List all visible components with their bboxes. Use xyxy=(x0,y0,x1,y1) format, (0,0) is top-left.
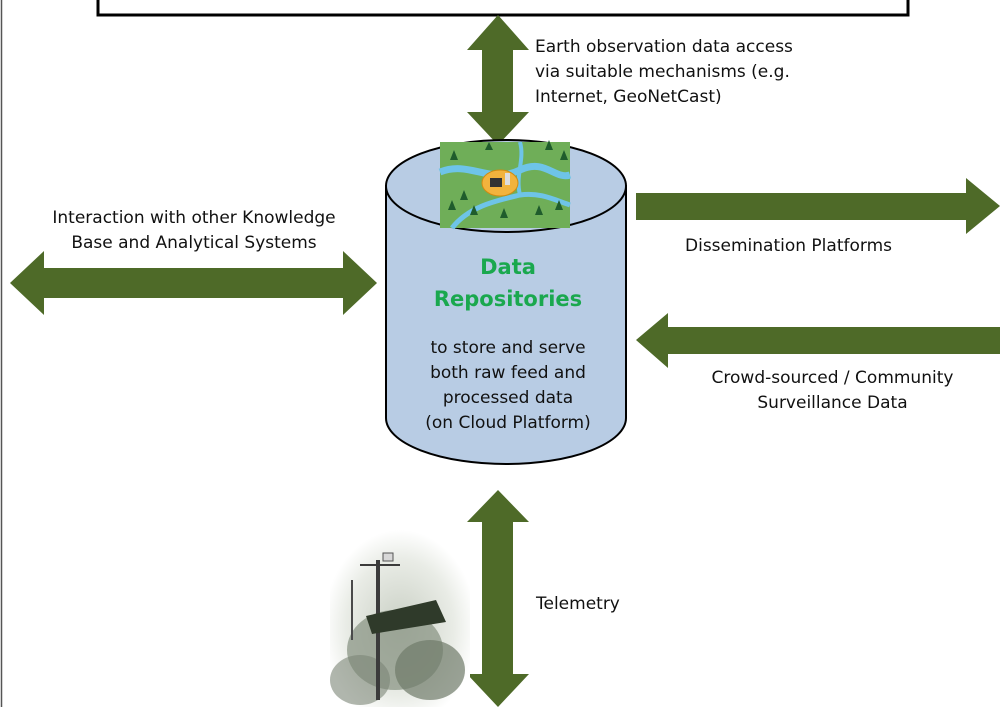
top-box xyxy=(96,0,910,17)
interaction-label: Interaction with other Knowledge Base an… xyxy=(24,206,364,256)
telemetry-label: Telemetry xyxy=(536,592,620,617)
crowd-sourced-label: Crowd-sourced / Community Surveillance D… xyxy=(665,366,1000,416)
repository-desc-line-1: to store and serve xyxy=(430,338,586,358)
repository-desc-line-2: both raw feed and xyxy=(430,363,586,383)
earth-observation-line-1: Earth observation data access xyxy=(535,37,793,57)
dissemination-label: Dissemination Platforms xyxy=(685,234,892,259)
repository-title-line-2: Repositories xyxy=(433,287,583,311)
telemetry-double-arrow xyxy=(467,490,529,707)
crowd-sourced-arrow xyxy=(636,313,1000,368)
crowd-line-2: Surveillance Data xyxy=(757,393,908,413)
interaction-line-1: Interaction with other Knowledge xyxy=(52,208,336,228)
dissemination-arrow xyxy=(636,178,1000,234)
map-thumbnail-image xyxy=(438,140,572,230)
telemetry-text: Telemetry xyxy=(536,594,620,614)
earth-observation-line-2: via suitable mechanisms (e.g. xyxy=(535,62,790,82)
weather-station-image xyxy=(330,530,470,707)
earth-observation-arrow xyxy=(467,15,529,145)
repository-desc-line-3: processed data xyxy=(442,388,574,408)
repository-description: to store and serve both raw feed and pro… xyxy=(390,336,626,436)
interaction-line-2: Base and Analytical Systems xyxy=(71,233,317,253)
dissemination-text: Dissemination Platforms xyxy=(685,236,892,256)
crowd-line-1: Crowd-sourced / Community xyxy=(711,368,954,388)
earth-observation-line-3: Internet, GeoNetCast) xyxy=(535,87,722,107)
interaction-double-arrow xyxy=(10,251,377,315)
earth-observation-label: Earth observation data access via suitab… xyxy=(535,35,793,110)
repository-title-line-1: Data xyxy=(480,255,536,279)
repository-desc-line-4: (on Cloud Platform) xyxy=(425,413,591,433)
